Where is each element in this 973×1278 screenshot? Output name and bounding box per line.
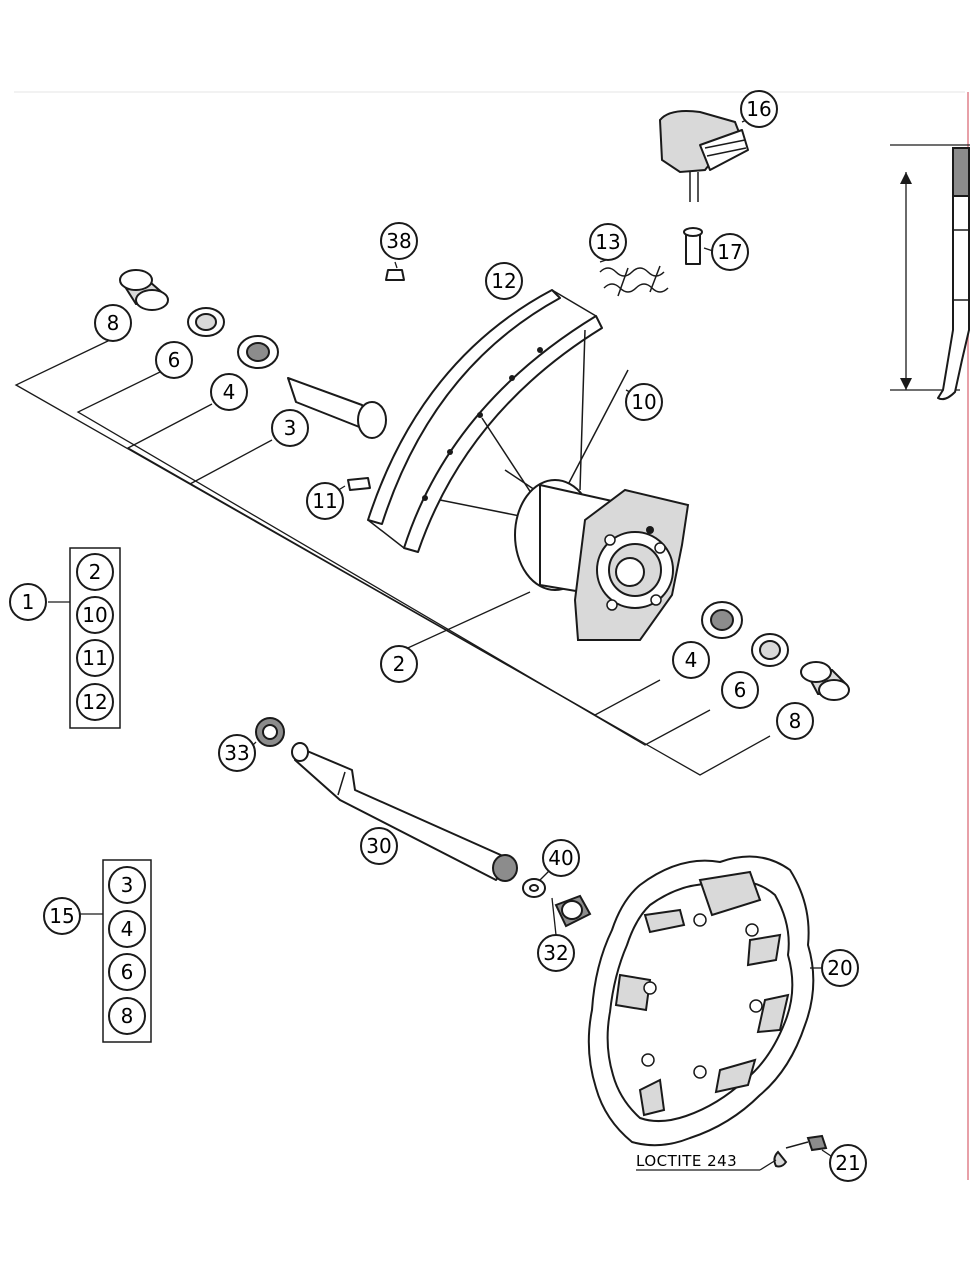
- nipple-part-38: [385, 269, 405, 281]
- callout-8-right-label: 8: [789, 709, 802, 733]
- spacer-part-8-left: [119, 269, 169, 311]
- callout-40: 40: [542, 839, 580, 877]
- callout-32-label: 32: [543, 941, 568, 965]
- washer-part-40: [522, 878, 546, 898]
- valve-cap-part-16: [658, 110, 749, 202]
- group-1-item: 10: [76, 596, 114, 634]
- rim-tape-part-13: [599, 265, 669, 297]
- group-15-item: 3: [108, 866, 146, 904]
- callout-15-label: 15: [49, 904, 74, 928]
- group-1-item: 12: [76, 683, 114, 721]
- callout-33-label: 33: [224, 741, 249, 765]
- spacer-tube-part-3: [287, 377, 387, 439]
- callout-38: 38: [380, 222, 418, 260]
- callout-21: 21: [829, 1144, 867, 1182]
- disc-bolt-part-21: [773, 1134, 828, 1168]
- callout-4-left: 4: [210, 373, 248, 411]
- callout-10: 10: [625, 383, 663, 421]
- hub-part-2: [514, 479, 690, 641]
- callout-4-right: 4: [672, 641, 710, 679]
- callout-1: 1: [9, 583, 47, 621]
- group-15-item: 6: [108, 953, 146, 991]
- callout-15: 15: [43, 897, 81, 935]
- bolt-part-17: [683, 227, 717, 265]
- group-15-item: 8: [108, 997, 146, 1035]
- callout-30-label: 30: [366, 834, 391, 858]
- callout-12: 12: [485, 262, 523, 300]
- axle-part-30: [291, 742, 518, 882]
- callout-6-left: 6: [155, 341, 193, 379]
- group-1-item-label: 10: [82, 603, 107, 627]
- leader-lines-left: [14, 339, 771, 776]
- fork-leg: [890, 144, 970, 401]
- bearing-part-4-right: [701, 601, 743, 639]
- nut-part-33: [249, 717, 285, 749]
- callout-2: 2: [380, 645, 418, 683]
- bearing-part-4-left: [237, 335, 279, 369]
- group-15-item: 4: [108, 910, 146, 948]
- callout-6-left-label: 6: [168, 348, 181, 372]
- callout-17: 17: [711, 233, 749, 271]
- group-1-item-label: 11: [82, 646, 107, 670]
- callout-1-label: 1: [22, 590, 35, 614]
- callout-6-right-label: 6: [734, 678, 747, 702]
- group-1-item: 2: [76, 553, 114, 591]
- group-15-item-label: 6: [121, 960, 134, 984]
- group-15-item-label: 3: [121, 873, 134, 897]
- callout-38-label: 38: [386, 229, 411, 253]
- group-1-item-label: 12: [82, 690, 107, 714]
- seal-part-6-right: [751, 633, 789, 667]
- axle-nut-part-32: [554, 894, 592, 928]
- callout-16: 16: [740, 90, 778, 128]
- callout-40-label: 40: [548, 846, 573, 870]
- rim-part-12: [367, 289, 603, 553]
- callout-8-left: 8: [94, 304, 132, 342]
- callout-8-left-label: 8: [107, 311, 120, 335]
- group-1-item-label: 2: [89, 560, 102, 584]
- callout-13-label: 13: [595, 230, 620, 254]
- callout-6-right: 6: [721, 671, 759, 709]
- brake-disc-part-20: [587, 855, 815, 1147]
- callout-3-label: 3: [284, 416, 297, 440]
- callout-12-label: 12: [491, 269, 516, 293]
- seal-part-6-left: [187, 307, 225, 337]
- callout-10-label: 10: [631, 390, 656, 414]
- callout-13: 13: [589, 223, 627, 261]
- callout-3: 3: [271, 409, 309, 447]
- callout-11-label: 11: [312, 489, 337, 513]
- callout-4-left-label: 4: [223, 380, 236, 404]
- callout-33: 33: [218, 734, 256, 772]
- callout-30: 30: [360, 827, 398, 865]
- loctite-leader: [636, 1159, 777, 1171]
- callout-17-label: 17: [717, 240, 742, 264]
- group-15-item-label: 8: [121, 1004, 134, 1028]
- callout-2-label: 2: [393, 652, 406, 676]
- group-1-item: 11: [76, 639, 114, 677]
- callout-32: 32: [537, 934, 575, 972]
- callout-20-label: 20: [827, 956, 852, 980]
- callout-16-label: 16: [746, 97, 771, 121]
- spacer-part-8-right: [800, 661, 850, 701]
- callout-4-right-label: 4: [685, 648, 698, 672]
- group-15-item-label: 4: [121, 917, 134, 941]
- loctite-note: LOCTITE 243: [636, 1152, 737, 1170]
- callout-20: 20: [821, 949, 859, 987]
- callout-11: 11: [306, 482, 344, 520]
- callout-8-right: 8: [776, 702, 814, 740]
- callout-21-label: 21: [835, 1151, 860, 1175]
